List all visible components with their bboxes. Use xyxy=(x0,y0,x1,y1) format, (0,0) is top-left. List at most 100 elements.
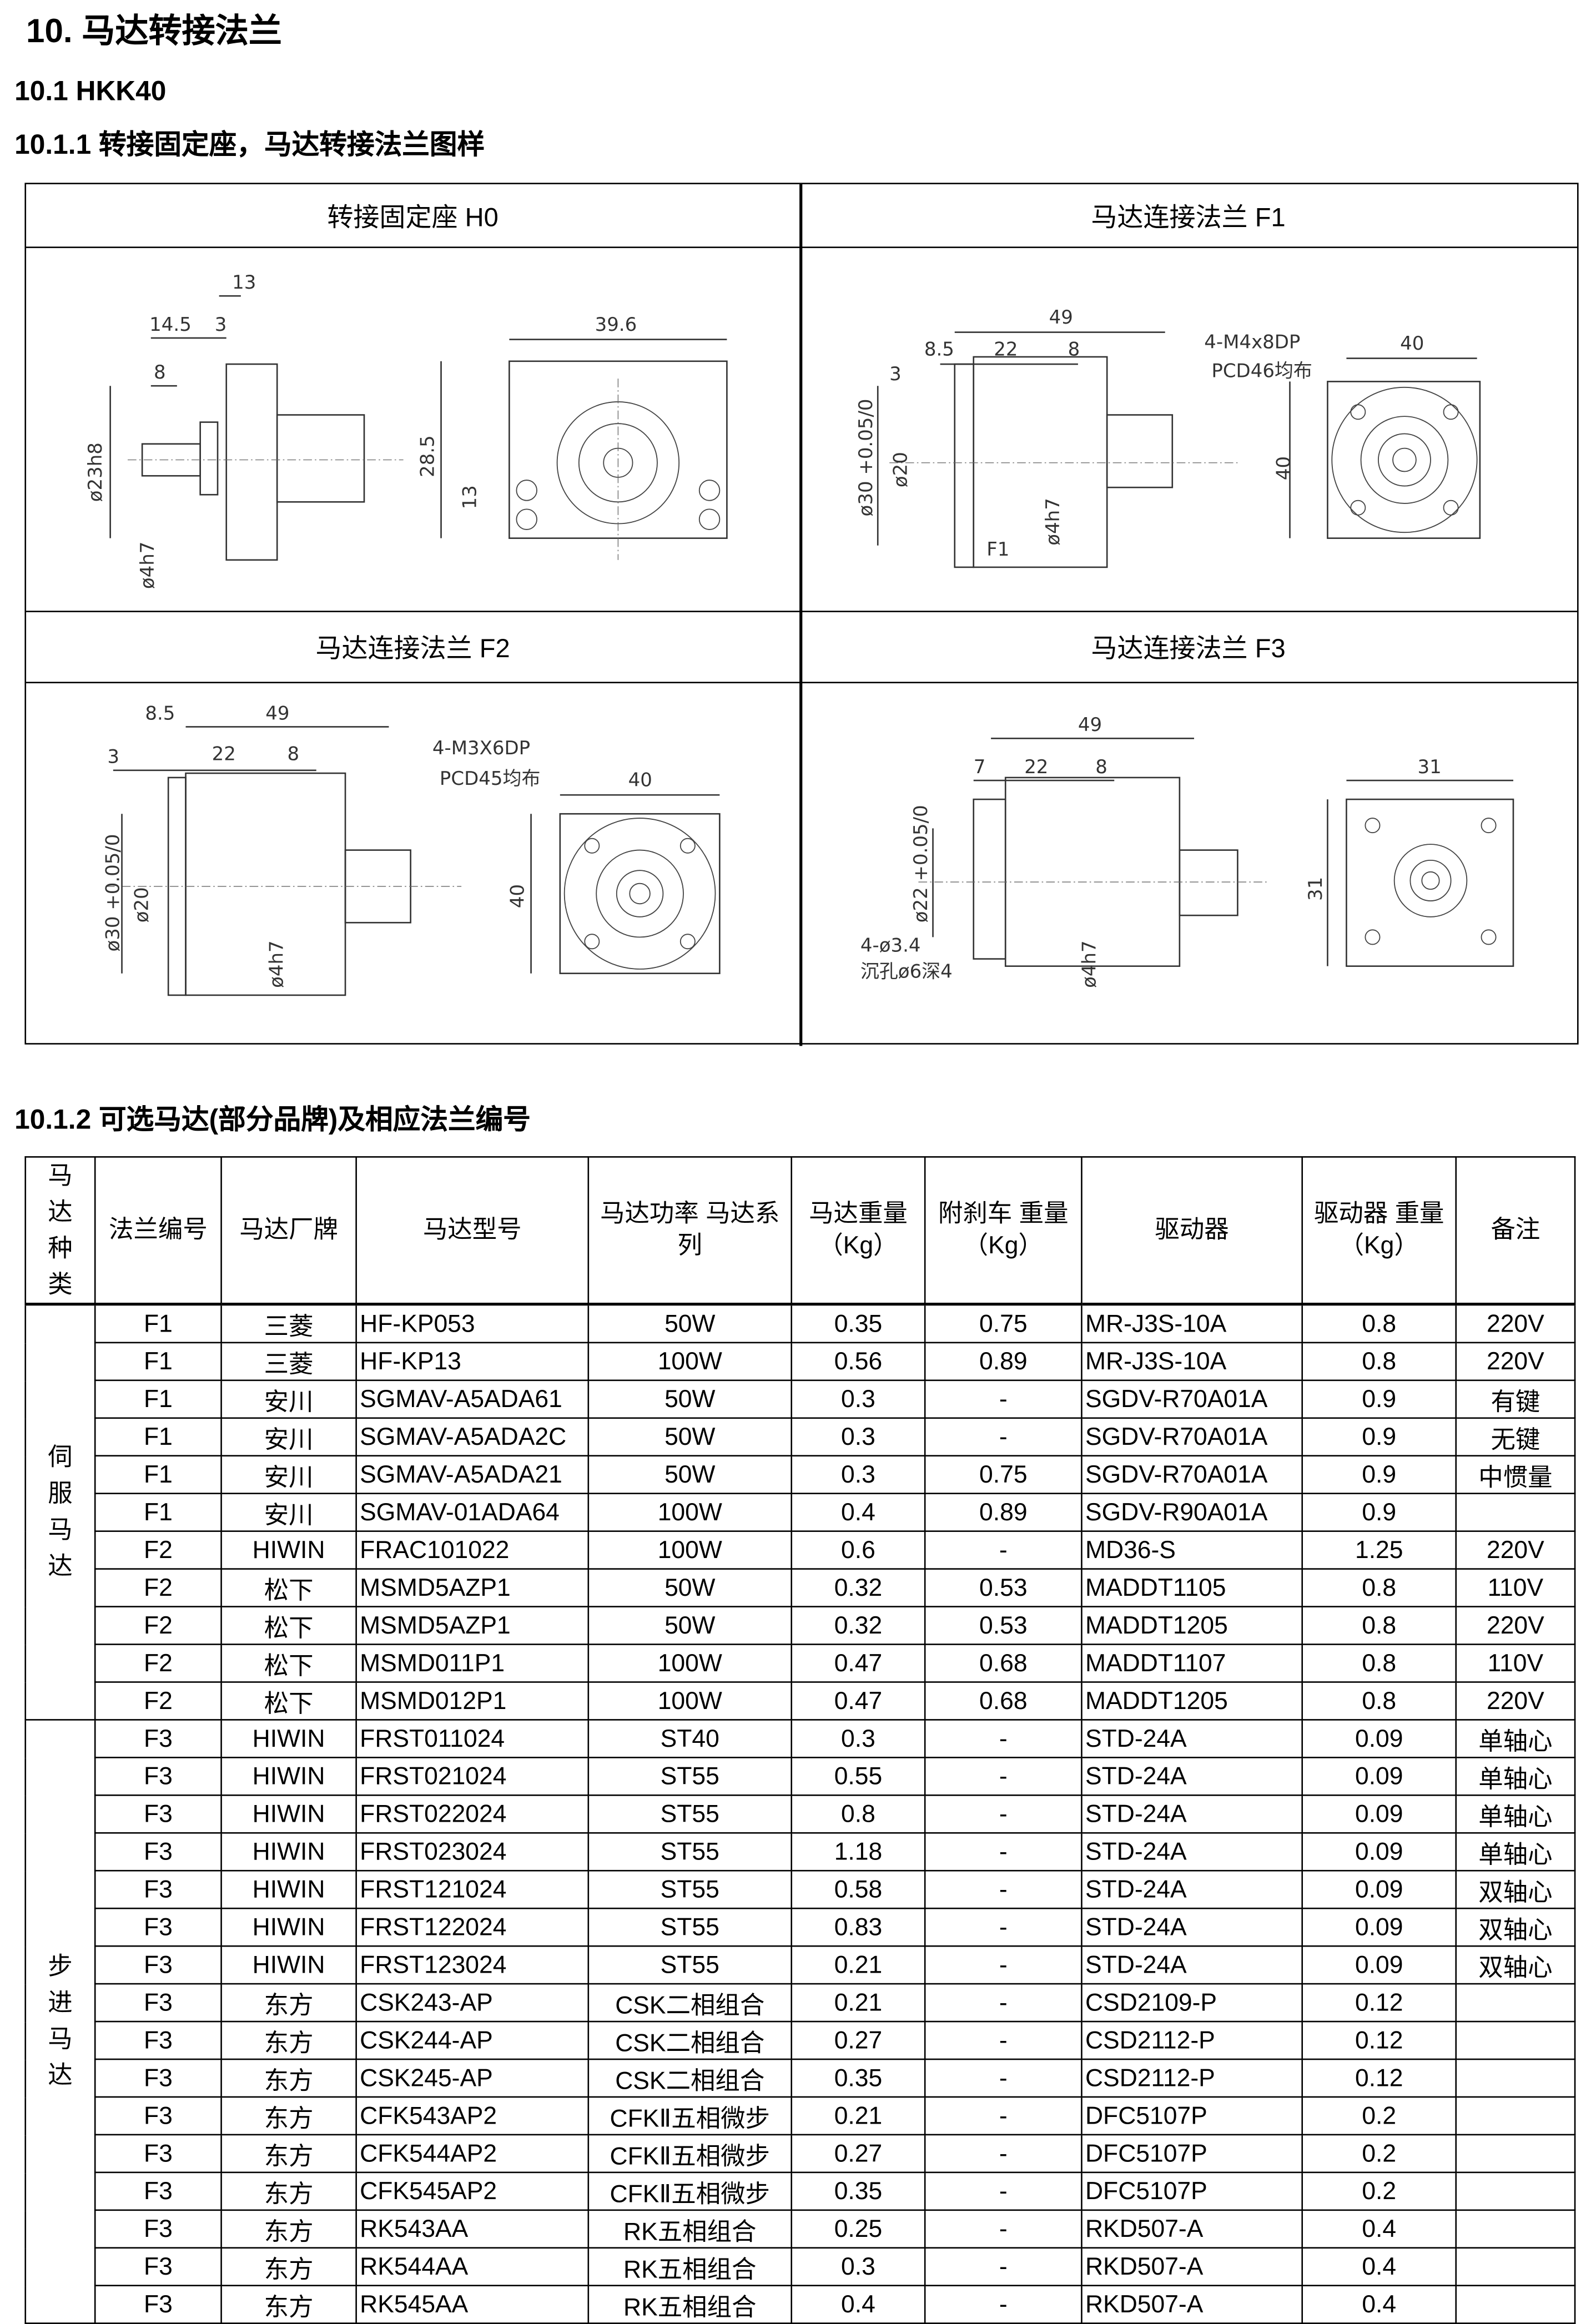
note-cell: 单轴心 xyxy=(1455,1719,1576,1758)
driver-cell: SGDV-R90A01A xyxy=(1081,1493,1303,1532)
note-cell: 220V xyxy=(1455,1681,1576,1721)
model-cell: HF-KP13 xyxy=(355,1342,590,1382)
driver-cell: DFC5107P xyxy=(1081,2134,1303,2174)
weight-cell: 0.35 xyxy=(791,2171,926,2211)
model-cell: FRST122024 xyxy=(355,1907,590,1947)
power-cell: ST55 xyxy=(587,1757,793,1796)
power-cell: 100W xyxy=(587,1681,793,1721)
brand-cell: HIWIN xyxy=(220,1869,357,1909)
driver-weight-cell: 0.09 xyxy=(1301,1832,1457,1872)
power-cell: 50W xyxy=(587,1417,793,1457)
flange-cell: F2 xyxy=(94,1530,222,1570)
power-cell: 50W xyxy=(587,1568,793,1607)
weight-cell: 0.47 xyxy=(791,1681,926,1721)
weight-cell: 0.27 xyxy=(791,2020,926,2060)
dim-label: ø4h7 xyxy=(137,542,159,589)
col-header: 马达型号 xyxy=(355,1156,590,1306)
brand-cell: 东方 xyxy=(220,2058,357,2098)
driver-cell: MD36-S xyxy=(1081,1530,1303,1570)
model-cell: RK545AA xyxy=(355,2285,590,2324)
dim-label: 49 xyxy=(1078,714,1102,736)
weight-cell: 0.4 xyxy=(791,2285,926,2324)
driver-weight-cell: 0.09 xyxy=(1301,1869,1457,1909)
brand-cell: 松下 xyxy=(220,1606,357,1645)
driver-cell: MADDT1105 xyxy=(1081,1568,1303,1607)
power-cell: CSK二相组合 xyxy=(587,1983,793,2023)
brake-weight-cell: 0.89 xyxy=(924,1493,1083,1532)
brake-weight-cell: 0.89 xyxy=(924,1342,1083,1382)
power-cell: 50W xyxy=(587,1606,793,1645)
flange-cell: F3 xyxy=(94,2247,222,2287)
brand-cell: 松下 xyxy=(220,1644,357,1683)
driver-weight-cell: 0.12 xyxy=(1301,1983,1457,2023)
power-cell: CFKⅡ五相微步 xyxy=(587,2171,793,2211)
weight-cell: 0.6 xyxy=(791,1530,926,1570)
note-cell: 有键 xyxy=(1455,1379,1576,1419)
dim-label: 14.5 xyxy=(149,314,192,336)
brand-cell: 三菱 xyxy=(220,1303,357,1344)
driver-weight-cell: 0.8 xyxy=(1301,1568,1457,1607)
dim-label: ø30 +0.05/0 xyxy=(855,399,877,516)
power-cell: 100W xyxy=(587,1644,793,1683)
driver-cell: STD-24A xyxy=(1081,1719,1303,1758)
weight-cell: 0.25 xyxy=(791,2209,926,2249)
dim-label: 28.5 xyxy=(416,435,439,477)
dim-label: 40 xyxy=(1400,332,1424,355)
brand-cell: HIWIN xyxy=(220,1757,357,1796)
weight-cell: 0.27 xyxy=(791,2134,926,2174)
driver-cell: MADDT1205 xyxy=(1081,1606,1303,1645)
model-cell: MSMD5AZP1 xyxy=(355,1606,590,1645)
note-cell xyxy=(1455,2096,1576,2136)
driver-cell: RKD507-A xyxy=(1081,2247,1303,2287)
power-cell: CSK二相组合 xyxy=(587,2020,793,2060)
power-cell: ST55 xyxy=(587,1832,793,1872)
flange-cell: F3 xyxy=(94,1869,222,1909)
model-cell: CSK245-AP xyxy=(355,2058,590,2098)
driver-weight-cell: 0.8 xyxy=(1301,1606,1457,1645)
flange-cell: F3 xyxy=(94,1794,222,1834)
dim-label: 13 xyxy=(459,485,481,509)
note-cell xyxy=(1455,2171,1576,2211)
drawings-heading: 10.1.1 转接固定座，马达转接法兰图样 xyxy=(14,130,485,162)
model-cell: FRST123024 xyxy=(355,1945,590,1985)
brand-cell: 东方 xyxy=(220,2285,357,2324)
brake-weight-cell: 0.53 xyxy=(924,1568,1083,1607)
driver-weight-cell: 0.8 xyxy=(1301,1342,1457,1382)
dim-label: 22 xyxy=(212,743,236,765)
panel-title-f3: 马达连接法兰 F3 xyxy=(799,611,1577,684)
subsection-heading: 10.1 HKK40 xyxy=(14,77,167,108)
driver-weight-cell: 0.2 xyxy=(1301,2171,1457,2211)
weight-cell: 0.58 xyxy=(791,1869,926,1909)
weight-cell: 0.3 xyxy=(791,1455,926,1495)
note-cell: 220V xyxy=(1455,1530,1576,1570)
dim-label: 22 xyxy=(994,338,1018,360)
driver-cell: STD-24A xyxy=(1081,1907,1303,1947)
flange-cell: F1 xyxy=(94,1303,222,1344)
brand-cell: HIWIN xyxy=(220,1832,357,1872)
driver-cell: SGDV-R70A01A xyxy=(1081,1417,1303,1457)
drawing-f2: 8.5 49 3 22 8 4-M3X6DP PCD45均布 40 ø30 +0… xyxy=(102,702,721,996)
dim-label: PCD46均布 xyxy=(1211,360,1312,382)
brake-weight-cell: - xyxy=(924,2209,1083,2249)
dim-label: F1 xyxy=(986,538,1009,561)
dim-label: ø22 +0.05/0 xyxy=(910,805,932,922)
power-cell: CFKⅡ五相微步 xyxy=(587,2096,793,2136)
flange-cell: F3 xyxy=(94,1907,222,1947)
note-cell: 110V xyxy=(1455,1644,1576,1683)
driver-cell: STD-24A xyxy=(1081,1794,1303,1834)
col-header: 马达重量（Kg） xyxy=(791,1156,926,1306)
dim-label: 40 xyxy=(628,769,652,792)
category-cell: 伺服马达 xyxy=(24,1303,96,1721)
model-cell: MSMD012P1 xyxy=(355,1681,590,1721)
weight-cell: 0.21 xyxy=(791,1945,926,1985)
dim-label: 40 xyxy=(507,884,529,908)
